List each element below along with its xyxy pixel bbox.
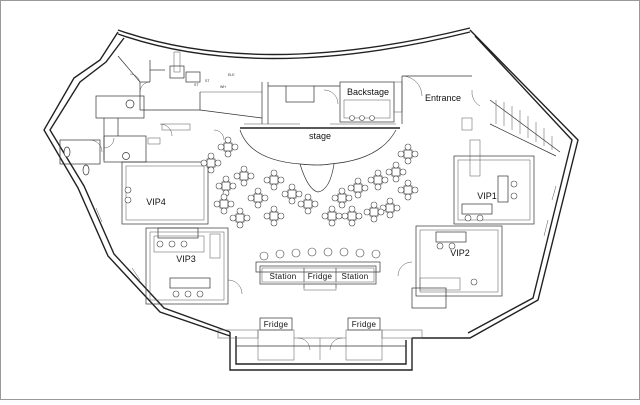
- entrance-label: Entrance: [425, 93, 461, 103]
- staircase: [489, 99, 561, 157]
- entry-fridges: [217, 317, 423, 361]
- table-cluster: [363, 201, 385, 223]
- tiny-label-ele: ELE: [228, 73, 235, 77]
- back-rooms: [117, 51, 269, 124]
- table-cluster: [247, 187, 269, 209]
- table-cluster: [367, 169, 389, 191]
- fridge-left-label: Fridge: [264, 320, 289, 329]
- vip-booths-left: [121, 161, 243, 305]
- vip4-label: VIP4: [146, 197, 166, 207]
- table-cluster: [217, 136, 239, 158]
- bar-counter: [255, 261, 381, 291]
- stage-area: [239, 123, 400, 193]
- bar-stools: [259, 247, 381, 261]
- vip2-label: VIP2: [450, 248, 470, 258]
- backstage-label: Backstage: [347, 87, 389, 97]
- back-room-labels: ELE ST ST WH: [194, 73, 235, 89]
- vip-booths-right: [397, 139, 535, 309]
- table-cluster: [213, 193, 235, 215]
- side-fixtures: [95, 123, 557, 281]
- table-cluster: [385, 161, 407, 183]
- table-cluster: [200, 152, 222, 174]
- table-cluster: [297, 193, 319, 215]
- table-cluster: [321, 205, 343, 227]
- tiny-label-wh: WH: [220, 85, 226, 89]
- table-cluster: [229, 207, 251, 229]
- lounge-tables: [200, 136, 419, 229]
- table-cluster: [233, 165, 255, 187]
- table-cluster: [281, 183, 303, 205]
- stage-label: stage: [309, 131, 331, 141]
- tiny-label-st-a: ST: [205, 79, 210, 83]
- table-cluster: [341, 205, 363, 227]
- bar-station-left-label: Station: [269, 272, 296, 281]
- tiny-label-st-b: ST: [194, 83, 199, 87]
- table-cluster: [215, 175, 237, 197]
- fridge-right-label: Fridge: [352, 320, 377, 329]
- table-cluster: [331, 187, 353, 209]
- vip3-label: VIP3: [176, 254, 196, 264]
- table-cluster: [397, 143, 419, 165]
- table-cluster: [379, 197, 401, 219]
- entrance-area: [401, 75, 561, 157]
- table-cluster: [347, 177, 369, 199]
- vip1-label: VIP1: [477, 191, 497, 201]
- bar-fridge-label: Fridge: [308, 272, 333, 281]
- backstage-area: [268, 81, 403, 123]
- table-cluster: [263, 169, 285, 191]
- table-cluster: [397, 179, 419, 201]
- outer-walls: [43, 27, 579, 371]
- table-cluster: [263, 205, 285, 227]
- restrooms: [59, 95, 161, 176]
- bar-station-right-label: Station: [341, 272, 368, 281]
